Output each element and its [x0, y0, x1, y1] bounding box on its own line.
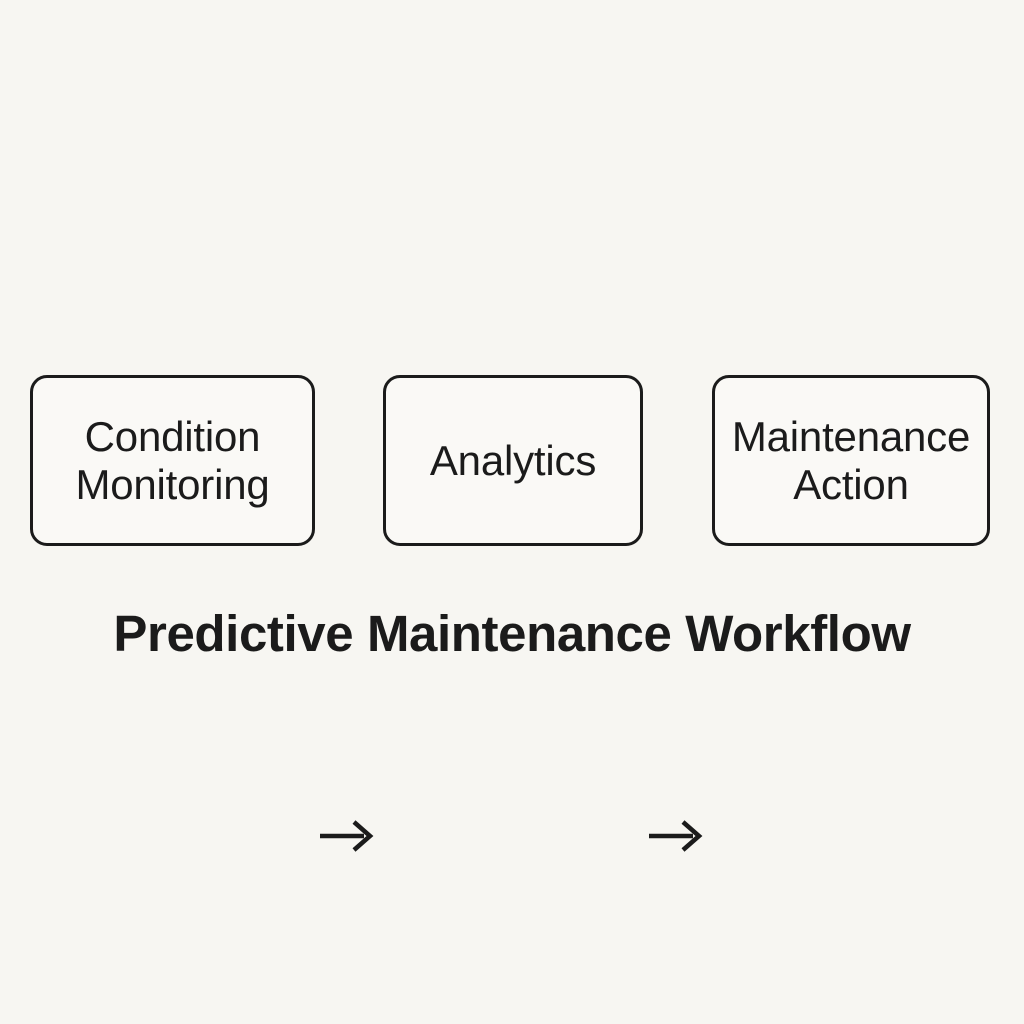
node-analytics[interactable]: Analytics: [383, 375, 643, 546]
node-maintenance-action[interactable]: Maintenance Action: [712, 375, 990, 546]
node-label: Maintenance Action: [731, 413, 971, 508]
diagram-caption: Predictive Maintenance Workflow: [113, 605, 911, 662]
node-label: Analytics: [429, 436, 597, 484]
arrow-right-icon: [647, 810, 709, 862]
node-label: Condition Monitoring: [75, 413, 270, 508]
arrow-right-icon: [318, 810, 380, 862]
workflow-flow-row: Condition Monitoring Analytics Maintenan…: [0, 375, 1024, 852]
node-condition-monitoring[interactable]: Condition Monitoring: [30, 375, 315, 546]
